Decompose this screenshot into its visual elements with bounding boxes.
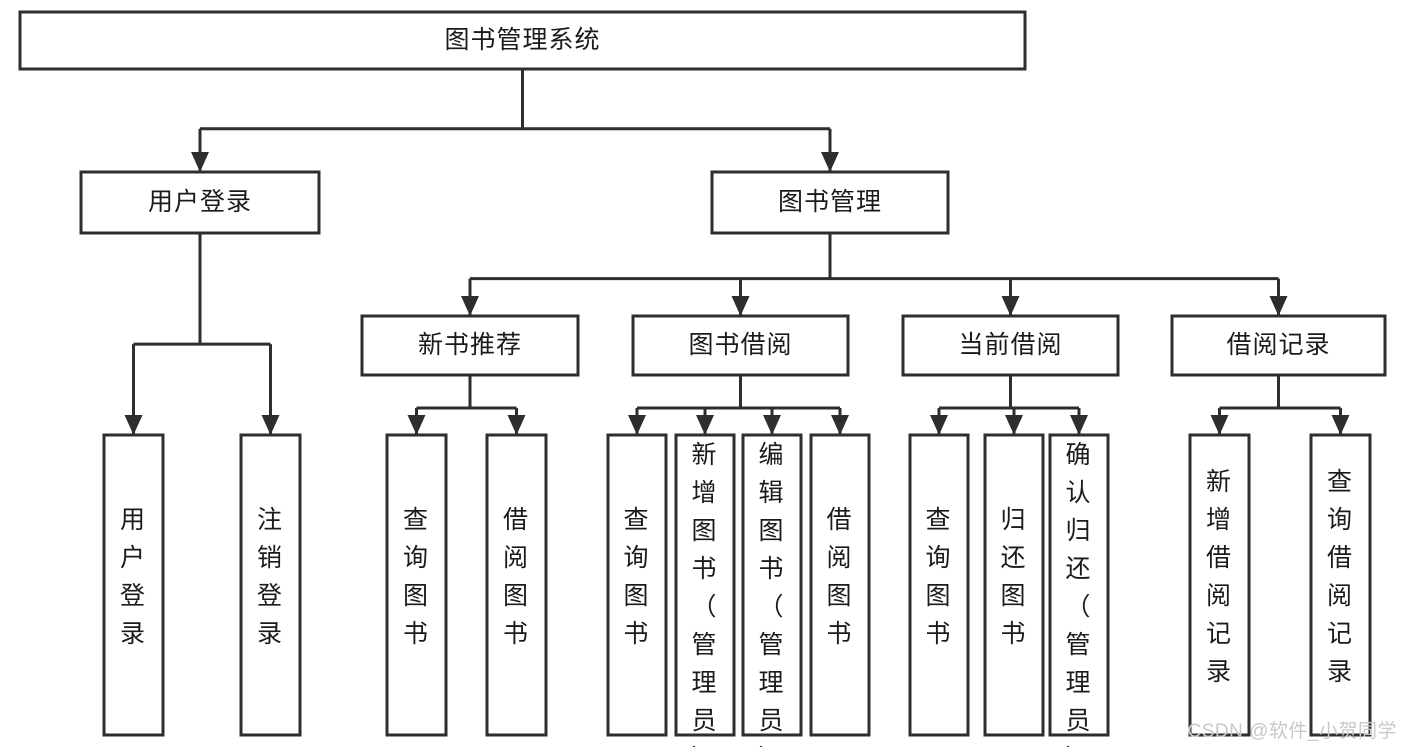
node-label: 确认归还（管理员） [1065, 441, 1092, 747]
edge-arrowhead [930, 415, 948, 435]
edge-arrowhead [1005, 415, 1023, 435]
node-box [901, 314, 1120, 377]
node-box [1309, 433, 1372, 737]
edge-arrowhead [821, 152, 839, 172]
edge-arrowhead [191, 152, 209, 172]
node-leaf-query-book-1[interactable]: 查询图书 [385, 433, 448, 737]
node-label: 图书借阅 [688, 331, 792, 359]
edge-arrowhead [696, 415, 714, 435]
node-label: 借阅图书 [826, 506, 853, 648]
node-label: 新增借阅记录 [1206, 468, 1233, 686]
edge-arrowhead [763, 415, 781, 435]
node-leaf-borrow-book-2[interactable]: 借阅图书 [809, 433, 871, 737]
node-box [908, 433, 970, 737]
node-box [983, 433, 1045, 737]
edge-arrowhead [831, 415, 849, 435]
node-box [674, 433, 736, 737]
edge-group-current-borrow [930, 375, 1088, 435]
node-label: 当前借阅 [958, 331, 1062, 359]
edge-arrowhead [507, 415, 526, 435]
node-label: 查询图书 [623, 506, 650, 648]
node-book-manage[interactable]: 图书管理 [710, 170, 950, 235]
node-leaf-return-book[interactable]: 归还图书 [983, 433, 1045, 737]
edge-arrowhead [261, 415, 280, 435]
node-borrow-record[interactable]: 借阅记录 [1170, 314, 1387, 377]
edges-layer [124, 69, 1350, 435]
edge-arrowhead [628, 415, 646, 435]
edge-arrowhead [1269, 296, 1288, 316]
node-label: 新书推荐 [418, 331, 522, 359]
node-leaf-confirm-return[interactable]: 确认归还（管理员） [1048, 433, 1110, 747]
node-label: 查询借阅记录 [1327, 468, 1354, 686]
node-box [741, 433, 803, 737]
node-leaf-add-record[interactable]: 新增借阅记录 [1188, 433, 1251, 737]
node-leaf-logout[interactable]: 注销登录 [239, 433, 302, 737]
edge-arrowhead [1001, 296, 1020, 316]
nodes-layer: 图书管理系统用户登录图书管理新书推荐图书借阅当前借阅借阅记录用户登录注销登录查询… [18, 10, 1387, 747]
node-leaf-add-book[interactable]: 新增图书（管理员） [674, 433, 736, 747]
node-label: 借阅图书 [503, 506, 530, 648]
edge-group-new-book-recommend [407, 375, 526, 435]
node-box [1170, 314, 1387, 377]
node-new-book-recommend[interactable]: 新书推荐 [360, 314, 580, 377]
node-leaf-edit-book[interactable]: 编辑图书（管理员） [741, 433, 803, 747]
node-box [809, 433, 871, 737]
node-box [631, 314, 850, 377]
node-box [18, 10, 1027, 71]
edge-group-root [191, 69, 839, 172]
edge-group-user-login [124, 233, 280, 435]
node-label: 注销登录 [257, 506, 284, 648]
edge-arrowhead [731, 296, 750, 316]
node-box [485, 433, 548, 737]
edge-arrowhead [1210, 415, 1229, 435]
node-box [360, 314, 580, 377]
node-leaf-user-login[interactable]: 用户登录 [102, 433, 165, 737]
edge-group-book-manage [461, 233, 1288, 316]
edge-group-book-borrow [628, 375, 849, 435]
node-leaf-borrow-book-1[interactable]: 借阅图书 [485, 433, 548, 737]
node-box [606, 433, 668, 737]
csdn-watermark: CSDN @软件_小贺同学 [1187, 721, 1397, 742]
node-label: 编辑图书（管理员） [758, 441, 785, 747]
edge-group-borrow-record [1210, 375, 1350, 435]
node-label: 查询图书 [403, 506, 430, 648]
node-label: 查询图书 [925, 506, 952, 648]
edge-arrowhead [1070, 415, 1088, 435]
node-label: 用户登录 [120, 506, 147, 648]
node-label: 借阅记录 [1226, 331, 1330, 359]
node-label: 新增图书（管理员） [691, 441, 718, 747]
edge-arrowhead [461, 296, 479, 316]
node-box [239, 433, 302, 737]
node-leaf-query-book-2[interactable]: 查询图书 [606, 433, 668, 737]
node-book-borrow[interactable]: 图书借阅 [631, 314, 850, 377]
node-label: 归还图书 [1000, 506, 1027, 648]
node-label: 图书管理 [778, 188, 882, 216]
node-box [710, 170, 950, 235]
node-box [385, 433, 448, 737]
node-box [79, 170, 321, 235]
node-box [102, 433, 165, 737]
node-box [1188, 433, 1251, 737]
node-label: 图书管理系统 [444, 26, 600, 54]
node-box [1048, 433, 1110, 737]
edge-arrowhead [407, 415, 426, 435]
node-user-login[interactable]: 用户登录 [79, 170, 321, 235]
edge-arrowhead [124, 415, 143, 435]
node-leaf-query-record[interactable]: 查询借阅记录 [1309, 433, 1372, 737]
node-label: 用户登录 [148, 188, 252, 216]
node-root[interactable]: 图书管理系统 [18, 10, 1027, 71]
node-leaf-query-book-3[interactable]: 查询图书 [908, 433, 970, 737]
node-current-borrow[interactable]: 当前借阅 [901, 314, 1120, 377]
edge-arrowhead [1331, 415, 1350, 435]
